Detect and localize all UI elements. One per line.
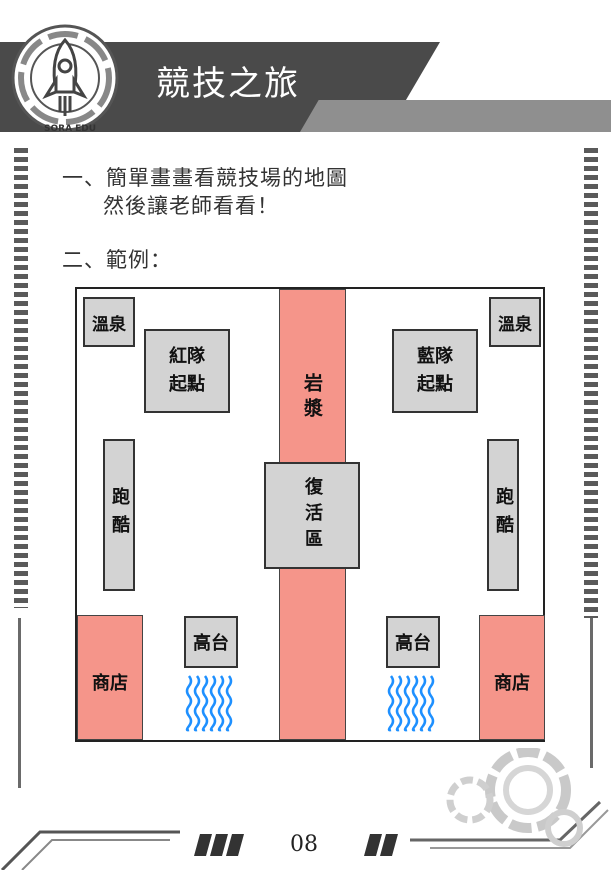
parkour-left: 跑酷: [103, 439, 135, 591]
parkour-right: 跑酷: [487, 439, 519, 591]
parkour-left-label: 跑酷: [109, 487, 130, 543]
water-waves-left-icon: [185, 675, 233, 732]
arena-map: 岩漿 商店 商店 溫泉 溫泉 紅隊起點 藍隊起點 復活區 跑酷 跑酷 高台 高台: [75, 287, 545, 742]
logo-text: SORA EDU: [44, 124, 97, 134]
shop-right-zone: [479, 615, 545, 740]
hot-spring-right: 溫泉: [489, 297, 541, 347]
instruction-line-2: 然後讓老師看看！: [103, 194, 279, 218]
header-accent-band: [300, 100, 611, 132]
parkour-right-label: 跑酷: [493, 487, 514, 543]
high-platform-right: 高台: [386, 616, 440, 668]
red-team-start: 紅隊起點: [144, 329, 230, 413]
shop-left-label: 商店: [92, 673, 128, 694]
respawn-zone: 復活區: [264, 462, 360, 569]
lava-label: 岩漿: [301, 373, 323, 423]
respawn-label: 復活區: [302, 476, 323, 555]
example-heading: 二、範例：: [62, 248, 172, 272]
rocket-logo-icon: [10, 22, 120, 138]
page-title: 競技之旅: [156, 64, 300, 104]
high-platform-left: 高台: [184, 616, 238, 668]
hot-spring-left: 溫泉: [83, 297, 135, 347]
shop-left-zone: [77, 615, 143, 740]
gear-icon: [446, 748, 583, 847]
instruction-line-1: 一、簡單畫畫看競技場的地圖: [62, 166, 348, 190]
blue-team-start: 藍隊起點: [392, 329, 478, 413]
left-rail-decoration: [14, 148, 28, 788]
footer-decoration: [0, 800, 609, 870]
shop-right-label: 商店: [494, 673, 530, 694]
water-waves-right-icon: [387, 675, 435, 732]
page-number: 08: [290, 832, 318, 857]
right-rail-decoration: [584, 148, 598, 788]
